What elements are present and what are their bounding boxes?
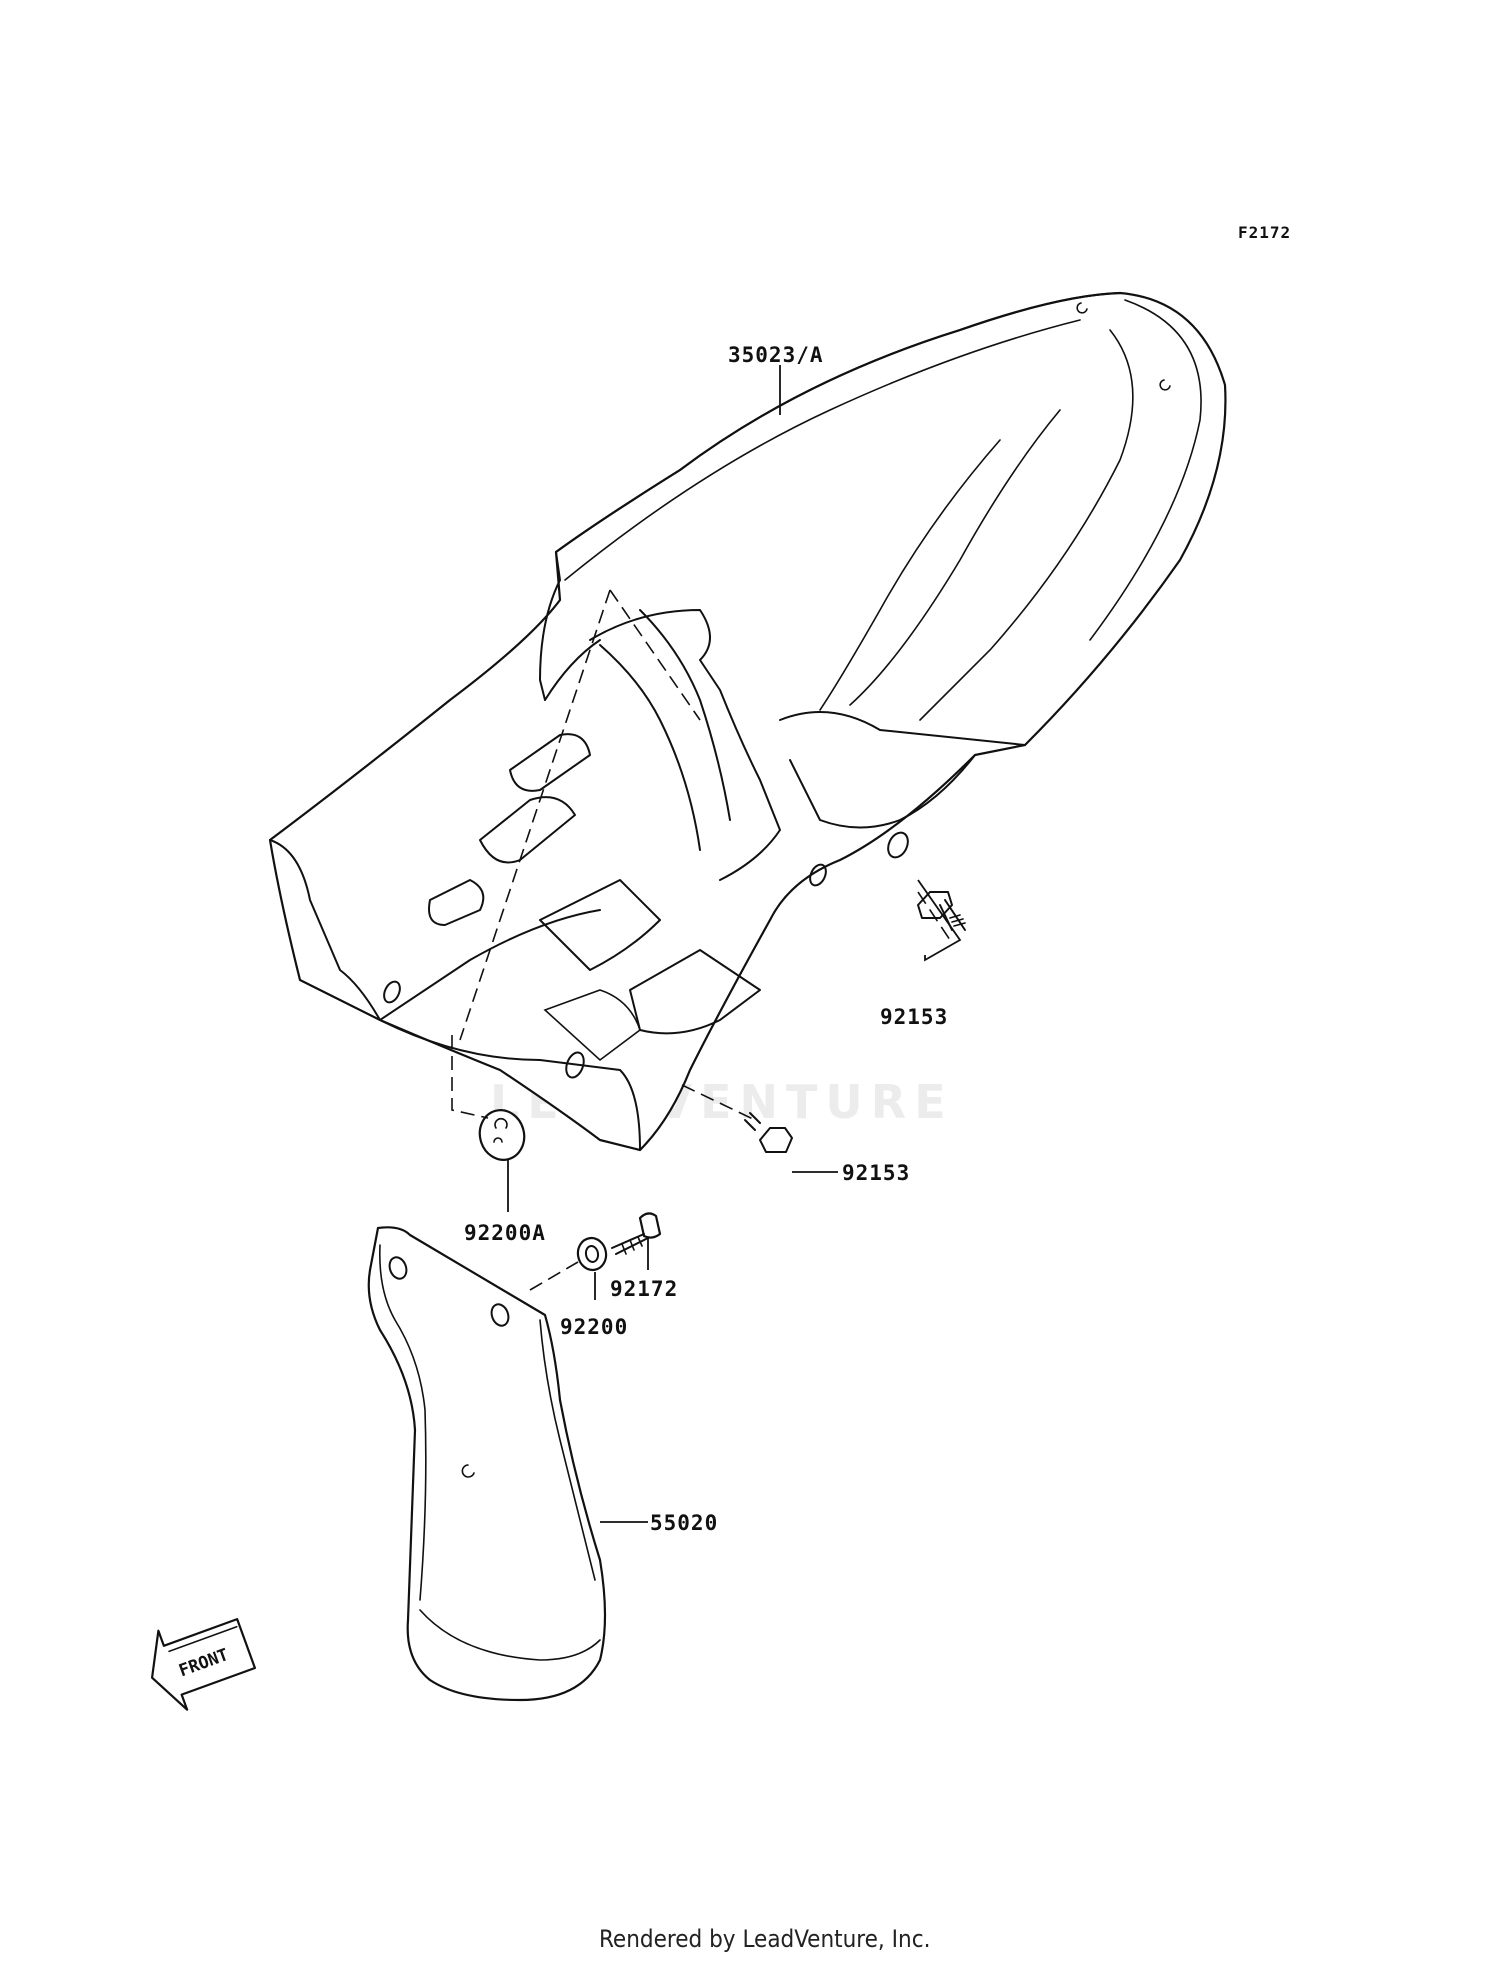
grommet-92200a[interactable] xyxy=(474,1105,529,1165)
grommet-dash xyxy=(451,1035,489,1119)
screw-92172[interactable] xyxy=(611,1212,662,1255)
callout-bolt-upper[interactable]: 92153 xyxy=(880,1005,948,1029)
callout-flap[interactable]: 55020 xyxy=(650,1511,718,1535)
callout-washer[interactable]: 92200 xyxy=(560,1315,628,1339)
bolt-upper-dash xyxy=(917,891,951,941)
bolt-lower-dash xyxy=(681,1084,756,1121)
callout-screw[interactable]: 92172 xyxy=(610,1277,678,1301)
mud-flap-55020[interactable] xyxy=(367,1226,607,1702)
washer-92200[interactable] xyxy=(575,1236,608,1272)
washer-dash xyxy=(529,1261,579,1291)
footer-credit: Rendered by LeadVenture, Inc. xyxy=(599,1925,930,1953)
callout-bolt-lower[interactable]: 92153 xyxy=(842,1161,910,1185)
callout-grommet[interactable]: 92200A xyxy=(464,1221,546,1245)
leader-bolt-upper xyxy=(917,879,962,962)
rear-fender[interactable] xyxy=(268,291,1227,1152)
callout-fender[interactable]: 35023/A xyxy=(728,343,824,367)
diagram-ref-code: F2172 xyxy=(1238,223,1291,242)
bolt-92153-upper[interactable] xyxy=(917,891,966,931)
front-arrow: FRONT xyxy=(150,1618,257,1711)
bolt-92153-lower[interactable] xyxy=(744,1112,793,1153)
